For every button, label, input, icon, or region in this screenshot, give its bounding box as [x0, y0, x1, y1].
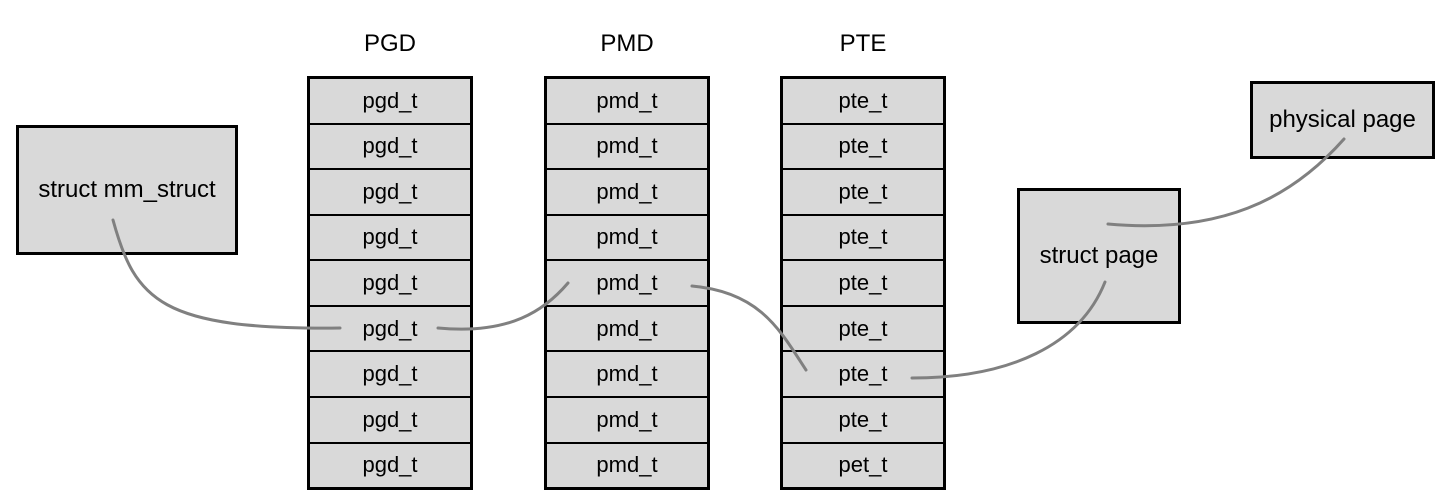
struct-page-box: struct page	[1017, 188, 1181, 324]
mm-struct-box: struct mm_struct	[16, 125, 238, 255]
physical-page-label: physical page	[1269, 106, 1416, 133]
pmd-entry: pmd_t	[547, 79, 707, 125]
pgd-entry: pgd_t	[310, 216, 470, 262]
pte-table: pte_t pte_t pte_t pte_t pte_t pte_t pte_…	[780, 76, 946, 490]
pmd-entry: pmd_t	[547, 352, 707, 398]
struct-page-label: struct page	[1039, 242, 1159, 269]
pgd-table: pgd_t pgd_t pgd_t pgd_t pgd_t pgd_t pgd_…	[307, 76, 473, 490]
pmd-entry: pmd_t	[547, 307, 707, 353]
pte-entry: pte_t	[783, 398, 943, 444]
pgd-entry: pgd_t	[310, 352, 470, 398]
pgd-entry: pgd_t	[310, 170, 470, 216]
pmd-title: PMD	[600, 30, 654, 57]
pgd-entry: pgd_t	[310, 261, 470, 307]
pgd-entry: pgd_t	[310, 79, 470, 125]
pgd-entry: pgd_t	[362, 452, 418, 478]
physical-page-box: physical page	[1250, 81, 1435, 159]
pmd-entry: pmd_t	[547, 398, 707, 444]
pmd-entry: pmd_t	[547, 261, 707, 307]
pmd-entry: pmd_t	[547, 216, 707, 262]
pmd-entry: pmd_t	[547, 170, 707, 216]
pte-entry: pte_t	[783, 216, 943, 262]
pte-entry: pte_t	[783, 170, 943, 216]
pte-title: PTE	[839, 30, 887, 57]
pmd-entry: pmd_t	[547, 125, 707, 171]
pte-entry: pte_t	[783, 352, 943, 398]
mm-struct-label: struct mm_struct	[38, 176, 216, 203]
pte-entry: pte_t	[783, 307, 943, 353]
pgd-entry: pgd_t	[310, 307, 470, 353]
pgd-title: PGD	[363, 30, 416, 57]
pmd-entry: pmd_t	[596, 452, 658, 478]
pte-entry: pte_t	[783, 79, 943, 125]
pte-entry: pet_t	[838, 452, 888, 478]
pte-entry: pte_t	[783, 261, 943, 307]
pmd-table: pmd_t pmd_t pmd_t pmd_t pmd_t pmd_t pmd_…	[544, 76, 710, 490]
pgd-entry: pgd_t	[310, 398, 470, 444]
pgd-entry: pgd_t	[310, 125, 470, 171]
pte-entry: pte_t	[783, 125, 943, 171]
